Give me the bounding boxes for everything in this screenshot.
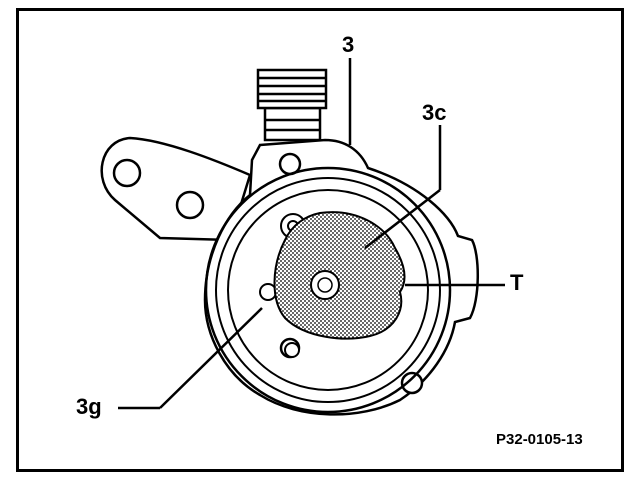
label-part-3: 3 (342, 32, 355, 57)
figure-code: P32-0105-13 (496, 431, 583, 448)
pressure-fitting (256, 68, 328, 142)
label-part-3c: 3c (422, 100, 447, 125)
leader-lines (118, 58, 505, 410)
leader-3g (159, 307, 263, 409)
seal-rings (204, 166, 452, 414)
leader-3c-arm (364, 189, 441, 249)
label-part-3g: 3g (76, 394, 102, 419)
label-part-t: T (510, 270, 524, 295)
mounting-bracket (100, 136, 252, 242)
